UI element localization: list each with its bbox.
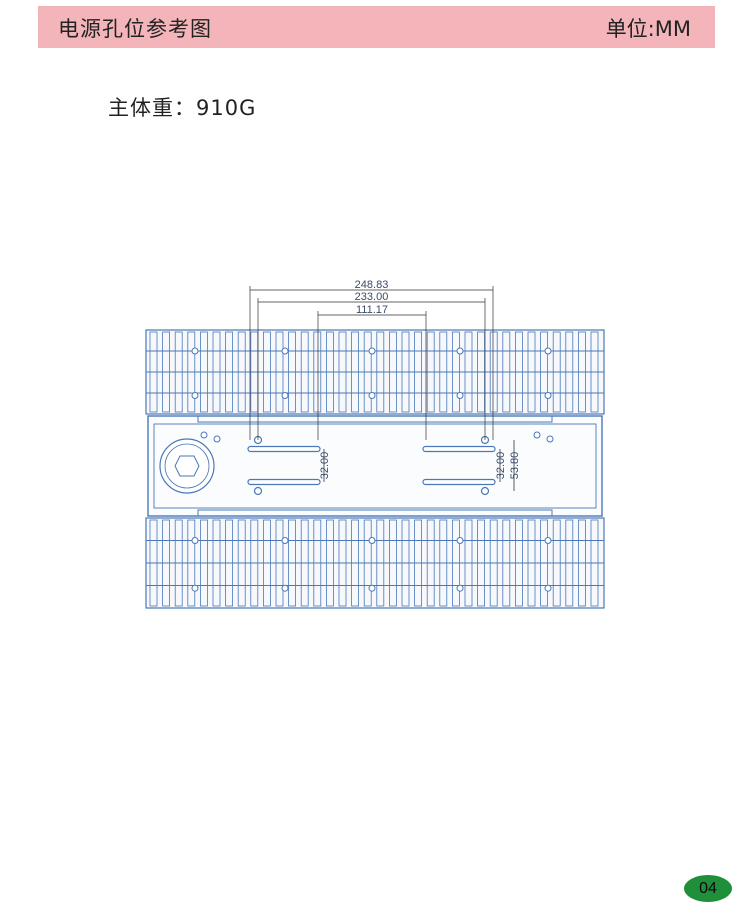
screw-boss — [456, 347, 464, 355]
dimension-label: 32.00 — [319, 452, 331, 480]
channel-top — [197, 415, 553, 423]
page-number-badge: 04 — [684, 875, 732, 902]
mount-hole — [533, 431, 541, 439]
dimension-label: 32.00 — [495, 452, 507, 480]
screw-boss — [191, 347, 199, 355]
screw-boss — [544, 584, 552, 592]
screw-boss — [544, 537, 552, 544]
dimension-label: 53.80 — [509, 452, 521, 480]
cable-gland-ring — [164, 443, 210, 489]
screw-boss — [281, 392, 289, 400]
dimension-label: 248.83 — [355, 279, 389, 291]
mount-hole — [200, 431, 208, 439]
dimension-label: 111.17 — [356, 304, 388, 316]
bottom-fin-grid — [145, 517, 605, 609]
center-body — [147, 415, 603, 517]
unit-label: 单位:MM — [605, 17, 691, 41]
mount-hole — [213, 435, 221, 443]
screw-boss — [456, 392, 464, 400]
screw-boss — [368, 537, 376, 544]
mount-slot — [247, 445, 321, 453]
header-bar: 电源孔位参考图 单位:MM — [38, 6, 715, 48]
screw-boss — [544, 347, 552, 355]
psu-mount-hole — [253, 486, 263, 496]
mount-slot — [422, 478, 496, 486]
screw-boss — [368, 392, 376, 400]
screw-boss — [544, 392, 552, 400]
mount-slot — [422, 445, 496, 453]
screw-boss — [281, 347, 289, 355]
body-inner-outline — [153, 423, 597, 509]
mount-slot — [247, 478, 321, 486]
screw-boss — [456, 584, 464, 592]
gland-nut — [174, 455, 200, 477]
screw-boss — [281, 537, 289, 544]
screw-boss — [368, 347, 376, 355]
top-fin-grid — [145, 329, 605, 415]
screw-boss — [281, 584, 289, 592]
weight-label: 主体重：910G — [108, 96, 257, 120]
body-outline — [147, 415, 603, 517]
dimension-label: 233.00 — [355, 291, 389, 303]
screw-boss — [368, 584, 376, 592]
screw-boss — [191, 584, 199, 592]
mount-hole — [546, 435, 554, 443]
psu-mount-hole — [480, 486, 490, 496]
channel-bottom — [197, 509, 553, 517]
page-title: 电源孔位参考图 — [58, 17, 212, 41]
screw-boss — [191, 392, 199, 400]
screw-boss — [456, 537, 464, 544]
screw-boss — [191, 537, 199, 544]
